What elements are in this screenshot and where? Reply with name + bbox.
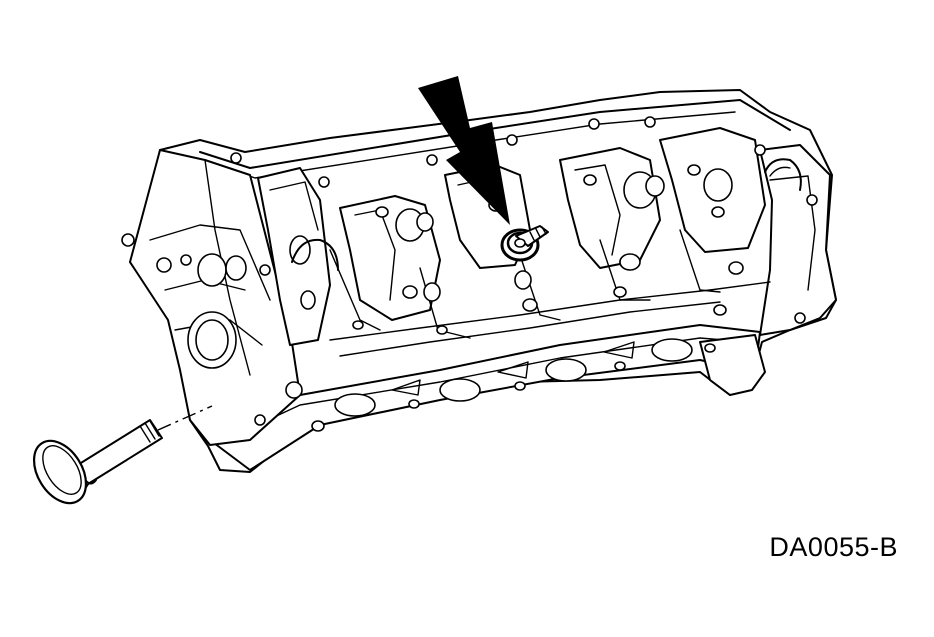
arrow-pointer-icon [418, 76, 510, 225]
end-ports [121, 233, 303, 426]
figure-code-label: DA0055-B [769, 532, 898, 562]
cam-bearing-saddles [291, 158, 802, 271]
ports [311, 338, 716, 432]
valve [32, 405, 213, 505]
bolt-holes [230, 116, 818, 324]
valve-stem-seal [500, 225, 549, 262]
valve-pockets [329, 229, 771, 357]
